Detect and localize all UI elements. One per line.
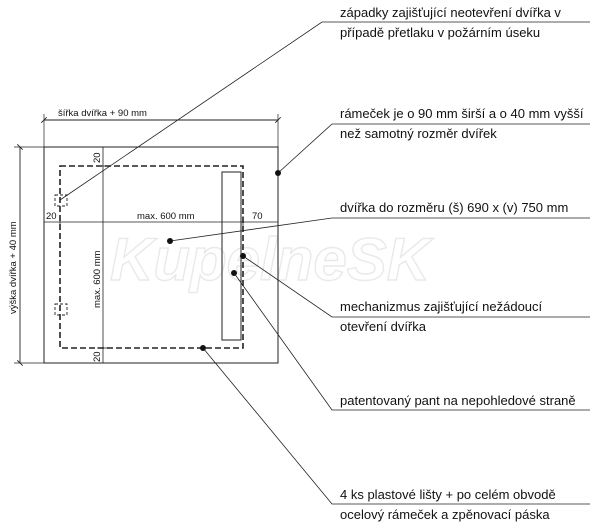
dot-frame <box>275 170 281 176</box>
leader-lines <box>59 21 590 505</box>
leader-hinge <box>233 272 590 411</box>
width-label: šířka dvířka + 90 mm <box>58 108 147 119</box>
callout-hinge-1: patentovaný pant na nepohledové straně <box>340 393 576 408</box>
callout-door-1: dvířka do rozměru (š) 690 x (v) 750 mm <box>340 200 568 215</box>
margin-top-label: 20 <box>92 152 103 163</box>
dot-door <box>167 238 173 244</box>
dot-strips <box>200 345 206 351</box>
watermark: KupelneSK <box>110 226 434 293</box>
callout-frame-2: než samotný rozměr dvířek <box>340 126 497 141</box>
outer-frame <box>43 146 279 364</box>
max-height-label: max. 600 mm <box>92 250 103 308</box>
leader-door <box>169 217 590 242</box>
leader-mechanism <box>242 255 590 318</box>
leader-frame <box>277 123 590 174</box>
callout-frame-1: rámeček je o 90 mm širší a o 40 mm vyšší <box>340 106 584 121</box>
latch-bottom <box>54 303 68 316</box>
callout-latches-2: případě přetlaku v požárním úseku <box>340 25 540 40</box>
callout-mechanism-1: mechanizmus zajišťující nežádoucí <box>340 299 543 314</box>
margin-right-label: 70 <box>252 211 263 222</box>
callout-mechanism-2: otevření dvířka <box>340 319 427 334</box>
callout-strips-2: ocelový rámeček a zpěnovací páska <box>340 507 550 522</box>
leader-latches <box>59 21 590 201</box>
dot-mechanism <box>240 253 246 259</box>
callout-latches-1: západky zajišťující neotevření dvířka v <box>340 5 561 20</box>
height-label: výška dvířka + 40 mm <box>8 221 19 314</box>
dot-hinge <box>231 270 237 276</box>
max-width-label: max. 600 mm <box>137 211 195 222</box>
callout-strips-1: 4 ks plastové lišty + po celém obvodě <box>340 487 556 502</box>
leader-strips <box>202 347 590 505</box>
latch-top <box>54 194 68 207</box>
margin-bottom-label: 20 <box>92 351 103 362</box>
margin-left-label: 20 <box>46 211 57 222</box>
